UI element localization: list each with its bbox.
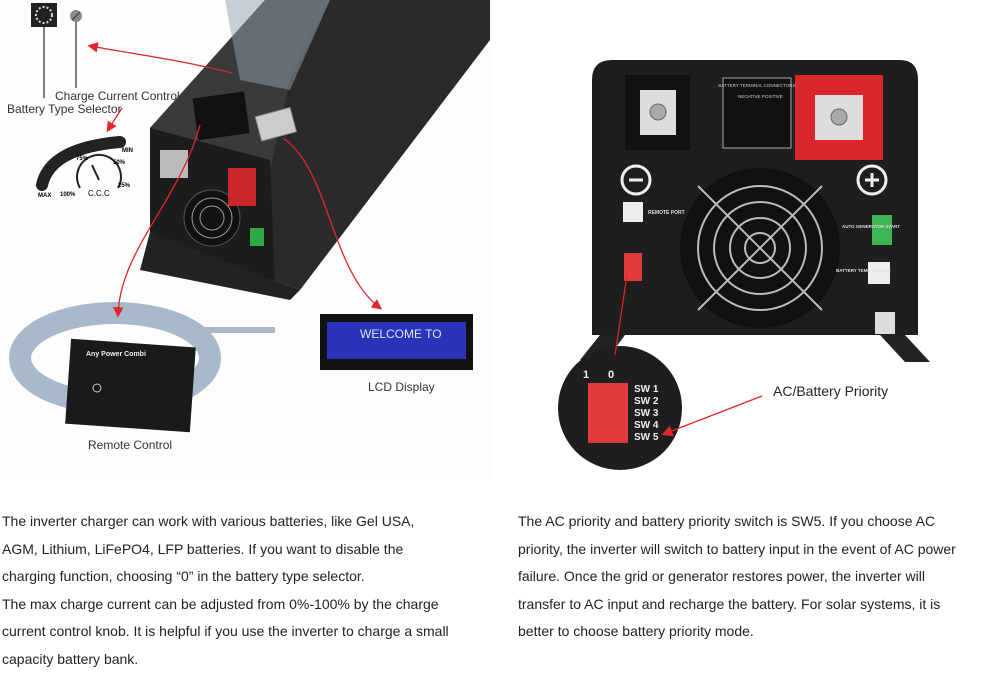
temp-sensor-label: BATTERY TEMP SENSOR [836, 268, 891, 273]
sw-4: SW 4 [634, 420, 659, 431]
charge-current-control-label: Charge Current Control [55, 89, 180, 103]
remote-control-label: Remote Control [88, 438, 172, 452]
dial-min: MIN [122, 148, 133, 154]
positive-label: POSITIVE [762, 94, 783, 99]
fan-icon [680, 168, 840, 328]
sw-3: SW 3 [634, 408, 659, 419]
sw-1: SW 1 [634, 384, 659, 395]
dial-name: C.C.C [88, 189, 110, 198]
text-line: AGM, Lithium, LiFePO4, LFP batteries. If… [2, 536, 449, 564]
dial-75: 75% [76, 156, 89, 162]
dial-50: 50% [113, 160, 126, 166]
battery-type-selector-label: Battery Type Selector [7, 102, 122, 116]
text-line: The AC priority and battery priority swi… [518, 508, 956, 536]
negative-label: NEGATIVE [738, 94, 760, 99]
text-line: capacity battery bank. [2, 646, 449, 673]
inverter-rear-panel-image: BATTERY TERMINAL CONNECTORS NEGATIVE POS… [580, 60, 930, 362]
remote-brand: Any Power Combi [86, 351, 146, 358]
ac-battery-priority-label: AC/Battery Priority [773, 383, 888, 399]
left-figure: Charge Current Control Battery Type Sele… [0, 0, 492, 480]
text-line: current control knob. It is helpful if y… [2, 618, 449, 646]
auto-generator-label: AUTO GENERATOR START [842, 224, 900, 229]
lcd-display-image: WELCOME TO [320, 314, 473, 370]
text-line: charging function, choosing “0” in the b… [2, 563, 449, 591]
product-illustrations: Charge Current Control Battery Type Sele… [0, 0, 1000, 480]
dip-header-1: 1 [583, 369, 589, 381]
dial-100: 100% [60, 192, 76, 198]
text-line: priority, the inverter will switch to ba… [518, 536, 956, 564]
lcd-text: WELCOME TO [360, 327, 442, 341]
right-figure: BATTERY TERMINAL CONNECTORS NEGATIVE POS… [508, 0, 1000, 480]
dial-max: MAX [38, 193, 51, 199]
dip-switch-closeup: 1 0 SW 1 SW 2 SW 3 SW 4 SW 5 [558, 346, 682, 470]
sw-2: SW 2 [634, 396, 659, 407]
dip-header-0: 0 [608, 369, 614, 381]
text-line: better to choose battery priority mode. [518, 618, 956, 646]
text-line: transfer to AC input and recharge the ba… [518, 591, 956, 619]
sw-5: SW 5 [634, 432, 659, 443]
priority-description: The AC priority and battery priority swi… [518, 508, 956, 646]
text-line: The max charge current can be adjusted f… [2, 591, 449, 619]
battery-description: The inverter charger can work with vario… [2, 508, 449, 673]
terminal-label: BATTERY TERMINAL CONNECTORS [718, 83, 795, 88]
remote-port-label: REMOTE PORT [648, 210, 685, 216]
text-line: failure. Once the grid or generator rest… [518, 563, 956, 591]
dial-25: 25% [118, 183, 131, 189]
text-line: The inverter charger can work with vario… [2, 508, 449, 536]
lcd-display-label: LCD Display [368, 380, 435, 394]
